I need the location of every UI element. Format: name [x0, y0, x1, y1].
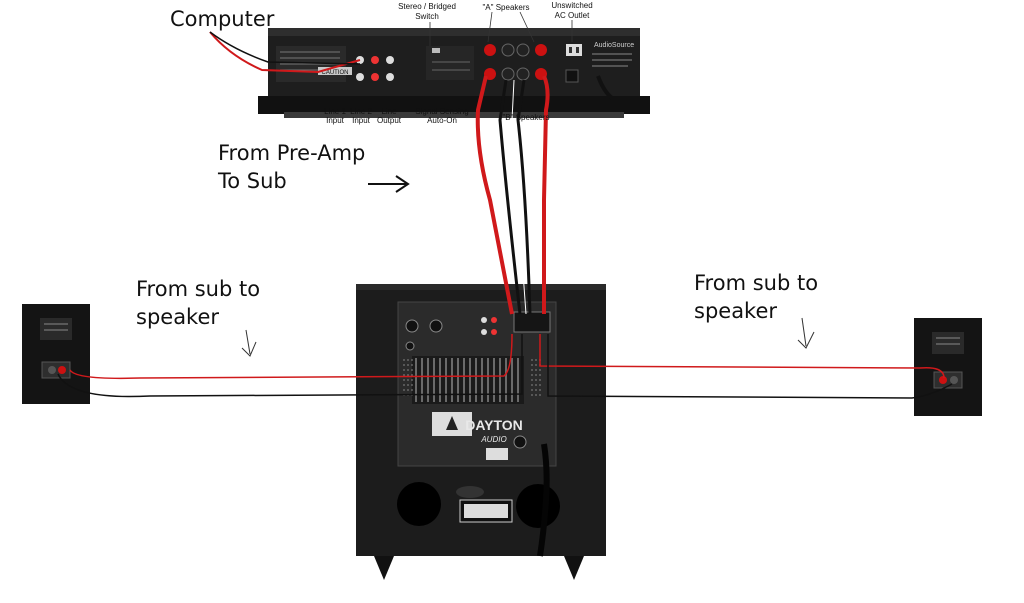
label-unswitched-2: AC Outlet: [555, 11, 590, 20]
label-line-output-1: Line: [381, 107, 397, 116]
subwoofer: DAYTON AUDIO: [356, 284, 606, 580]
label-stereo-bridged-1: Stereo / Bridged: [398, 2, 456, 11]
label-computer: Computer: [170, 7, 275, 31]
label-sub-to-speaker-right-1: From sub to: [694, 271, 818, 295]
label-stereo-bridged-2: Switch: [415, 12, 439, 21]
label-sub-to-speaker-left-1: From sub to: [136, 277, 260, 301]
label-preamp-2: To Sub: [217, 169, 287, 193]
label-a-speakers: "A" Speakers: [482, 3, 529, 12]
ac-outlet: [566, 44, 582, 56]
label-b-speakers: "B" Speakers: [502, 113, 549, 122]
wires: [57, 31, 953, 399]
label-sub-to-speaker-right-2: speaker: [694, 299, 777, 323]
sub-brand-sub: AUDIO: [480, 435, 506, 444]
label-preamp-1: From Pre-Amp: [218, 141, 365, 165]
amp-caution-label: CAUTION: [322, 70, 349, 76]
label-signal-sensing-1: Signal Sensing: [415, 107, 468, 116]
right-arrow-icon: [368, 175, 410, 193]
sub-brand: DAYTON: [465, 417, 523, 433]
heat-sink: [412, 356, 524, 404]
label-line2-2: Input: [352, 116, 371, 125]
down-arrow-icon-left: [241, 329, 257, 357]
label-line1-2: Input: [326, 116, 345, 125]
down-arrow-icon-right: [797, 317, 815, 349]
label-line1-1: Line 1: [324, 107, 346, 116]
right-speaker: [914, 318, 982, 416]
amplifier: CAUTION AudioSource: [258, 28, 650, 118]
label-line-output-2: Output: [377, 116, 402, 125]
label-line2-1: Line 2: [350, 107, 372, 116]
label-sub-to-speaker-left-2: speaker: [136, 305, 219, 329]
left-speaker: [22, 304, 90, 404]
label-unswitched-1: Unswitched: [551, 1, 592, 10]
amp-brand: AudioSource: [594, 42, 634, 49]
label-signal-sensing-2: Auto-On: [427, 116, 457, 125]
